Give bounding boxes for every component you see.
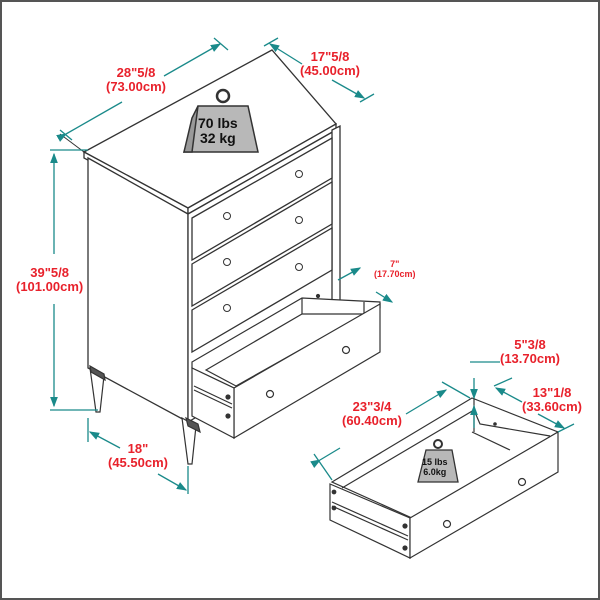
weight-icon-top xyxy=(182,88,259,153)
drawer-1 xyxy=(191,136,333,262)
top-weight-lbs: 70 lbs xyxy=(198,115,238,131)
depth-metric: (45.00cm) xyxy=(300,63,360,79)
height-metric: (101.00cm) xyxy=(16,279,84,295)
top-weight-kg: 32 kg xyxy=(199,130,236,147)
dimension-lines xyxy=(50,37,575,494)
leg-depth-dimension-label: 18" (45.50cm) xyxy=(108,441,168,471)
leg-depth-metric: (45.50cm) xyxy=(108,455,168,471)
drawer-width-dimension-label: 23"3/4 (60.40cm) xyxy=(342,399,402,429)
open-drawer xyxy=(191,293,381,440)
weight-icon-drawer xyxy=(417,439,459,483)
drawer-width-imperial: 23"3/4 xyxy=(352,399,392,414)
drawer-height-imperial: 5"3/8 xyxy=(514,337,546,352)
width-dimension-label: 28"5/8 (73.00cm) xyxy=(106,65,166,95)
drawer-weight-label: 15 lbs 6.0kg xyxy=(422,457,448,478)
drawer-width-metric: (60.40cm) xyxy=(342,413,402,429)
drawer-height-dimension-label: 5"3/8 (13.70cm) xyxy=(500,337,560,367)
drawer-3 xyxy=(191,226,333,354)
drawer-depth-metric: (33.60cm) xyxy=(522,399,582,415)
drawer-height-metric: (13.70cm) xyxy=(500,351,560,367)
width-imperial: 28"5/8 xyxy=(116,65,156,80)
drawer-weight-kg: 6.0kg xyxy=(423,466,447,477)
height-imperial: 39"5/8 xyxy=(30,265,69,280)
chest-legs xyxy=(89,364,201,465)
drawer-2 xyxy=(191,180,333,308)
drawer-knobs xyxy=(223,170,303,312)
drawer-depth-dimension-label: 13"1/8 (33.60cm) xyxy=(522,385,582,415)
depth-imperial: 17"5/8 xyxy=(310,49,350,64)
drawer-weight-lbs: 15 lbs xyxy=(422,457,448,467)
drawer-extension-metric: (17.70cm) xyxy=(374,268,416,279)
height-dimension-label: 39"5/8 (101.00cm) xyxy=(16,265,84,295)
width-metric: (73.00cm) xyxy=(106,79,166,95)
depth-dimension-label: 17"5/8 (45.00cm) xyxy=(300,49,360,79)
top-weight-label: 70 lbs 32 kg xyxy=(198,115,238,147)
drawer-extension-dimension-label: 7" (17.70cm) xyxy=(374,259,416,280)
drawer-depth-imperial: 13"1/8 xyxy=(532,385,572,400)
drawer-extension-imperial: 7" xyxy=(390,259,400,269)
leg-depth-imperial: 18" xyxy=(127,441,149,456)
